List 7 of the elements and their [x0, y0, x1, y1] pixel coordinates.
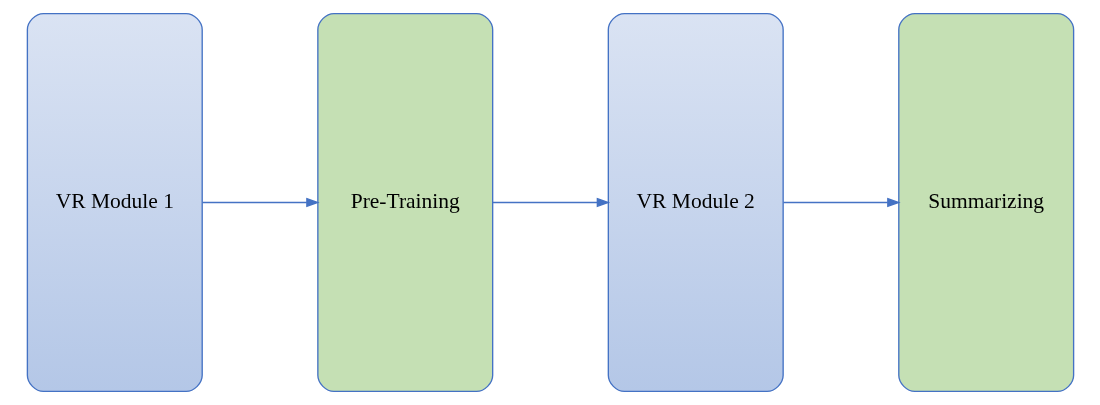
node-box: Pre-Training: [316, 12, 493, 393]
node-box: VR Module 1: [26, 12, 203, 393]
node-box: Summarizing: [897, 12, 1074, 393]
arrow: [201, 197, 320, 208]
arrow: [782, 197, 901, 208]
arrow: [491, 197, 610, 208]
node-box: VR Module 2: [607, 12, 784, 393]
